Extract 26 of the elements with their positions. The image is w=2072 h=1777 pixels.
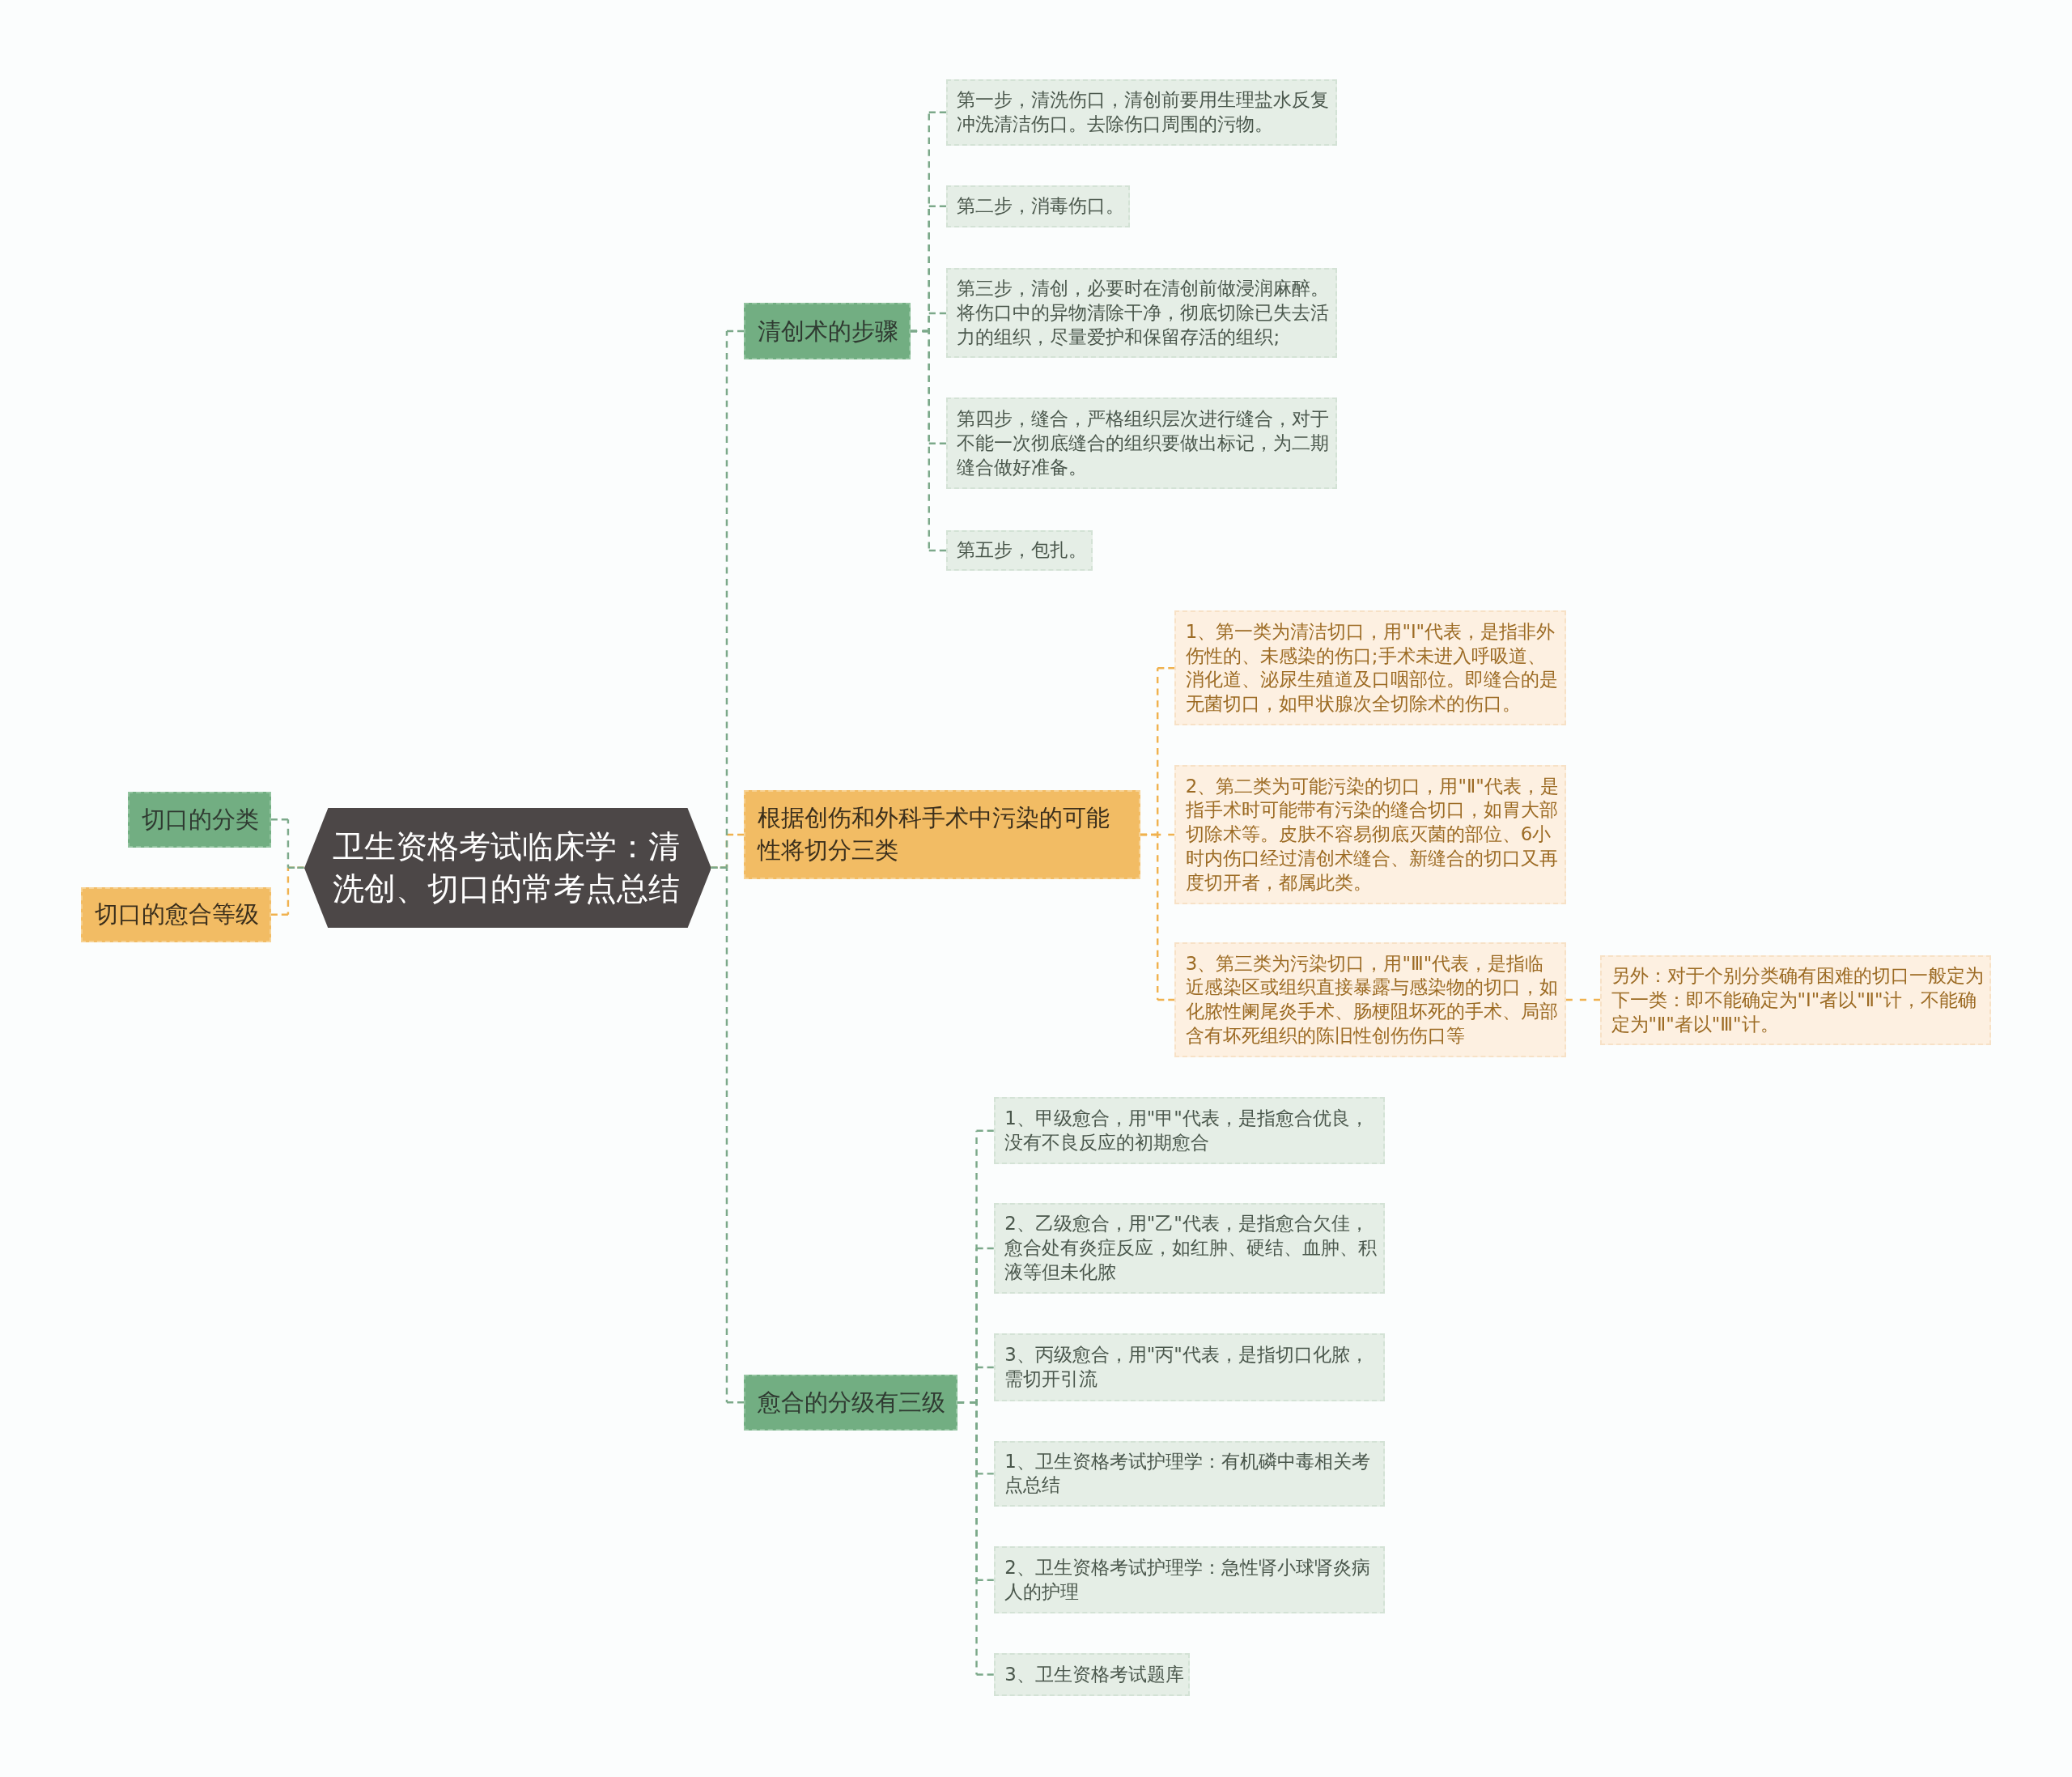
leaf-box: 2、乙级愈合，用"乙"代表，是指愈合欠佳，愈合处有炎症反应，如红肿、硬结、血肿、积液等但未化脓 — [993, 1202, 1385, 1294]
branch-box: 愈合的分级有三级 — [744, 1374, 957, 1431]
leaf-box: 第五步，包扎。 — [945, 529, 1093, 572]
leaf-box: 1、第一类为清洁切口，用"Ⅰ"代表，是指非外伤性的、未感染的伤口;手术未进入呼吸道、消化道、泌尿生殖道及口咽部位。即缝合的是无菌切口，如甲状腺次全切除术的伤口。 — [1174, 610, 1566, 726]
leaf-box: 3、丙级愈合，用"丙"代表，是指切口化脓，需切开引流 — [993, 1333, 1385, 1401]
hexagon-node: 卫生资格考试临床学：清洗创、切口的常考点总结 — [304, 807, 711, 929]
leaf-box: 2、第二类为可能污染的切口，用"Ⅱ"代表，是指手术时可能带有污染的缝合切口，如胃大部切除术等。皮肤不容易彻底灭菌的部位、6小时内伤口经过清创术缝合、新缝合的切口又再度切开者，都属此类。 — [1174, 765, 1566, 904]
leaf-box: 第二步，消毒伤口。 — [945, 185, 1131, 227]
leaf-box: 3、第三类为污染切口，用"Ⅲ"代表，是指临近感染区或组织直接暴露与感染物的切口，如化脓性阑尾炎手术、肠梗阻坏死的手术、局部含有坏死组织的陈旧性创伤伤口等 — [1174, 942, 1566, 1058]
leaf-box: 3、卫生资格考试题库 — [993, 1653, 1190, 1696]
connector-line — [270, 818, 305, 869]
branch-box: 清创术的步骤 — [744, 302, 911, 360]
branch-box: 切口的分类 — [127, 791, 271, 848]
leaf-box: 第一步，清洗伤口，清创前要用生理盐水反复冲洗清洁伤口。去除伤口周围的污物。 — [945, 79, 1338, 146]
leaf-box: 另外：对于个别分类确有困难的切口一般定为下一类：即不能确定为"Ⅰ"者以"Ⅱ"计，不能确定为"Ⅱ"者以"Ⅲ"计。 — [1600, 955, 1992, 1046]
connector-line — [1139, 833, 1176, 1001]
connector-line — [710, 866, 745, 1404]
leaf-box: 1、卫生资格考试护理学：有机磷中毒相关考点总结 — [993, 1440, 1385, 1507]
branch-box: 根据创伤和外科手术中污染的可能性将切分三类 — [744, 790, 1140, 879]
connector-line — [956, 1401, 995, 1676]
leaf-box: 第三步，清创，必要时在清创前做浸润麻醉。将伤口中的异物清除干净，彻底切除已失去活力的组织，尽量爱护和保留存活的组织; — [945, 268, 1338, 359]
leaf-box: 1、甲级愈合，用"甲"代表，是指愈合优良，没有不良反应的初期愈合 — [993, 1097, 1385, 1165]
leaf-box: 2、卫生资格考试护理学：急性肾小球肾炎病人的护理 — [993, 1546, 1385, 1614]
leaf-box: 第四步，缝合，严格组织层次进行缝合，对于不能一次彻底缝合的组织要做出标记，为二期缝合做好准备。 — [945, 397, 1338, 490]
branch-box: 切口的愈合等级 — [80, 886, 271, 943]
connector-line — [1565, 998, 1602, 1001]
